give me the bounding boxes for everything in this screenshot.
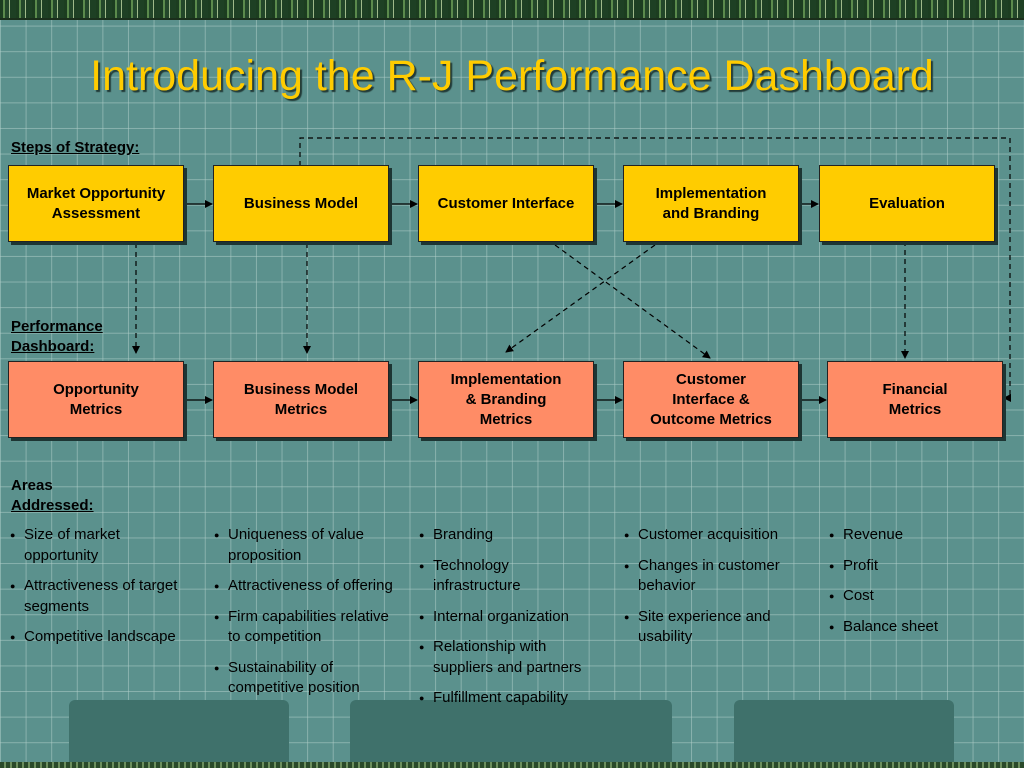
- metric-label-line3: Outcome Metrics: [650, 410, 772, 428]
- list-item: Profit: [829, 556, 1014, 577]
- metric-label-line1: Opportunity: [53, 380, 139, 398]
- list-item: Firm capabilities relative to competitio…: [214, 607, 394, 648]
- step-label-line1: Evaluation: [869, 194, 945, 212]
- step-label-line1: Market Opportunity: [26, 184, 166, 202]
- slide-title: Introducing the R-J Performance Dashboar…: [90, 52, 934, 100]
- areas-addressed-label: Areas Addressed:: [11, 476, 94, 516]
- list-item: Relationship with suppliers and partners: [419, 637, 597, 678]
- list-item: Changes in customer behavior: [624, 556, 809, 597]
- step-label-line1: Implementation: [655, 184, 767, 202]
- decorative-top-strip: [0, 0, 1024, 20]
- decorative-bottom-tab-middle: [350, 700, 672, 768]
- list-item: Attractiveness of offering: [214, 576, 394, 597]
- list-item: Revenue: [829, 525, 1014, 546]
- list-item: Balance sheet: [829, 617, 1014, 638]
- list-item: Internal organization: [419, 607, 597, 628]
- step-label-line1: Customer Interface: [437, 194, 575, 212]
- metric-label-line1: Business Model: [243, 380, 359, 398]
- dashed-link-customer-interface-to-outcome: [554, 244, 711, 359]
- step-box-implementation-branding: Implementation and Branding: [623, 165, 799, 242]
- list-item: Size of market opportunity: [10, 525, 185, 566]
- step-box-evaluation: Evaluation: [819, 165, 995, 242]
- list-item: Branding: [419, 525, 597, 546]
- metric-label-line2: Metrics: [69, 400, 123, 418]
- step-label-line1: Business Model: [243, 194, 359, 212]
- metric-label-line1: Implementation: [450, 370, 562, 388]
- areas-list-financial: Revenue Profit Cost Balance sheet: [829, 525, 1014, 647]
- areas-list-implementation-branding: Branding Technology infrastructure Inter…: [419, 525, 597, 719]
- steps-of-strategy-label: Steps of Strategy:: [11, 139, 140, 156]
- list-item: Attractiveness of target segments: [10, 576, 185, 617]
- list-item: Sustainability of competitive position: [214, 658, 394, 699]
- list-item: Technology infrastructure: [419, 556, 597, 597]
- metric-label-line3: Metrics: [479, 410, 533, 428]
- areas-list-opportunity: Size of market opportunity Attractivenes…: [10, 525, 185, 658]
- decorative-bottom-tab-left: [69, 700, 289, 768]
- decorative-bottom-tab-right: [734, 700, 954, 768]
- metric-label-line2: Metrics: [888, 400, 942, 418]
- areas-addressed-label-line2: Addressed:: [11, 497, 94, 514]
- areas-list-business-model: Uniqueness of value proposition Attracti…: [214, 525, 394, 709]
- areas-addressed-label-line1: Areas: [11, 477, 53, 494]
- decorative-bottom-strip: [0, 762, 1024, 768]
- list-item: Competitive landscape: [10, 627, 185, 648]
- dashed-link-implementation-to-branding-metrics: [505, 244, 656, 353]
- list-item: Customer acquisition: [624, 525, 809, 546]
- metric-label-line1: Financial: [882, 380, 948, 398]
- performance-dashboard-label: Performance Dashboard:: [11, 317, 103, 357]
- step-label-line2: and Branding: [662, 204, 760, 222]
- performance-dashboard-label-line2: Dashboard:: [11, 338, 95, 355]
- performance-dashboard-label-line1: Performance: [11, 318, 103, 335]
- list-item: Fulfillment capability: [419, 688, 597, 709]
- metric-label-line1: Customer: [675, 370, 746, 388]
- metric-label-line2: Interface &: [672, 390, 750, 408]
- metric-label-line2: & Branding: [465, 390, 547, 408]
- dashed-feedback-loop: [299, 137, 1011, 398]
- list-item: Uniqueness of value proposition: [214, 525, 394, 566]
- list-item: Cost: [829, 586, 1014, 607]
- step-label-line2: Assessment: [51, 204, 141, 222]
- step-box-customer-interface: Customer Interface: [418, 165, 594, 242]
- list-item: Site experience and usability: [624, 607, 809, 648]
- step-box-business-model: Business Model: [213, 165, 389, 242]
- areas-list-customer-interface: Customer acquisition Changes in customer…: [624, 525, 809, 658]
- metric-label-line2: Metrics: [274, 400, 328, 418]
